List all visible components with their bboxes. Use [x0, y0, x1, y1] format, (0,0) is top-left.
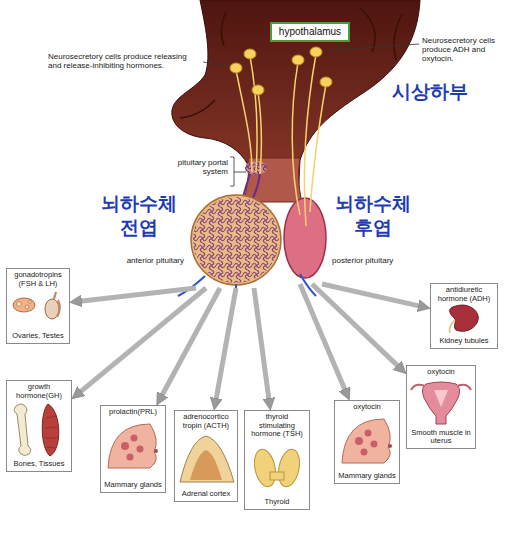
target-organ: Kidney tubules: [433, 337, 495, 346]
portal-label: pituitary portal system: [168, 158, 228, 176]
bone-muscle-picture: [14, 404, 59, 456]
neuron-body: [292, 55, 304, 65]
bone: [14, 404, 31, 455]
target-organ: Bones, Tissues: [9, 460, 69, 469]
uterus-picture: [411, 382, 471, 424]
target-box: prolactin(PRL) Mammary glands: [100, 405, 166, 493]
hormone-arrow: [300, 284, 346, 393]
target-organ: Mammary glands: [103, 481, 163, 490]
callout-note: Neurosecretory cells produce ADH and oxy…: [422, 36, 514, 64]
ovary: [13, 298, 35, 312]
ureter: [450, 320, 455, 333]
target-box: oxytocinMammary glands: [334, 400, 400, 484]
lobule: [121, 442, 129, 450]
uterus: [422, 382, 459, 424]
thyroid-isthmus: [270, 472, 284, 480]
target-organ: Smooth muscle in uterus: [409, 429, 473, 446]
target-box: antidiuretic hormone (ADH) Kidney tubules: [430, 283, 498, 349]
lobe-label: posterior pituitary: [332, 256, 424, 265]
target-organ: Mammary glands: [337, 472, 397, 481]
brain-fold: [180, 8, 402, 118]
hormone-name: oxytocin: [409, 368, 473, 377]
neuron-body: [320, 77, 332, 87]
axon: [236, 56, 261, 174]
bracket: [230, 157, 246, 186]
hormone-name: prolactin(PRL): [103, 408, 163, 417]
neuron-body: [310, 47, 322, 57]
capillary-network: [190, 195, 282, 287]
thyroid-picture: [251, 447, 302, 488]
leader-line: [323, 44, 419, 51]
lobule: [371, 441, 378, 448]
leader-line: [203, 62, 229, 66]
neuron-body: [230, 63, 242, 73]
hormone-arrow: [254, 288, 269, 402]
ovary-testis-picture: [13, 292, 60, 319]
muscle-fiber: [45, 416, 57, 448]
follicle: [17, 302, 22, 307]
neuron-body: [252, 85, 264, 95]
adrenal-medulla: [190, 450, 222, 480]
target-box: adrenocortico tropin (ACTH) Adrenal corte…: [174, 410, 238, 502]
region-box: hypothalamus: [270, 22, 350, 42]
nipple: [154, 449, 158, 453]
hormone-arrow: [161, 288, 220, 398]
hormone-name: antidiuretic hormone (ADH): [433, 286, 495, 303]
lobule: [355, 437, 363, 445]
callout-note: Neurosecretory cells produce releasing a…: [48, 52, 200, 70]
adrenal-picture: [180, 436, 234, 482]
target-organ: Thyroid: [247, 498, 307, 507]
epididymis: [54, 292, 60, 317]
lobule: [137, 446, 144, 453]
hormone-arrow: [216, 288, 236, 402]
hormone-name: thyroid stimulating hormone (TSH): [247, 413, 307, 439]
target-box: oxytocinSmooth muscle in uterus: [406, 365, 476, 449]
lobe-label: anterior pituitary: [94, 256, 184, 265]
pituitary-lobe: posterior pituitary: [283, 196, 328, 284]
target-box: gonadotropins (FSH & LH) Ovaries, Testes: [6, 268, 70, 344]
follicle: [25, 305, 29, 309]
hormone-name: growth hormone(GH): [9, 383, 69, 400]
muscle: [42, 404, 59, 456]
lobule: [361, 449, 368, 456]
lobule: [127, 454, 134, 461]
hormone-arrow: [78, 288, 196, 301]
hormone-arrow: [322, 284, 422, 307]
hormone-name: adrenocortico tropin (ACTH): [177, 413, 235, 430]
mammary-picture: [108, 424, 158, 468]
target-organ: Ovaries, Testes: [9, 332, 67, 341]
neurosecretory-cells: [230, 47, 332, 95]
uterine-cavity: [434, 390, 448, 407]
hormone-arrow: [78, 288, 206, 394]
fallopian-tube: [411, 385, 471, 390]
neuron-body: [244, 49, 256, 59]
mammary-picture: [342, 419, 392, 463]
pituitary-lobe: anterior pituitary: [190, 192, 282, 288]
thyroid-lobe: [275, 447, 302, 488]
hormone-name: gonadotropins (FSH & LH): [9, 271, 67, 288]
kidney: [450, 305, 479, 331]
lobule: [365, 430, 372, 437]
region-label: 시상하부: [392, 80, 492, 104]
target-organ: Adrenal cortex: [177, 490, 235, 499]
target-box: growth hormone(GH) Bones, Tissues: [6, 380, 72, 472]
kidney-picture: [450, 305, 479, 333]
target-box: thyroid stimulating hormone (TSH) Thyroid: [244, 410, 310, 510]
follicle: [29, 301, 32, 304]
breast: [108, 424, 156, 468]
adrenal-gland: [180, 436, 234, 482]
hormone-name: oxytocin: [337, 403, 397, 412]
region-name: hypothalamus: [279, 26, 341, 38]
lobule: [131, 435, 138, 442]
region-label: 뇌하수체 전엽: [98, 192, 180, 240]
region-label: 뇌하수체 후엽: [332, 192, 414, 240]
thyroid-lobe: [251, 447, 278, 488]
breast: [342, 419, 390, 463]
nipple: [388, 444, 392, 448]
